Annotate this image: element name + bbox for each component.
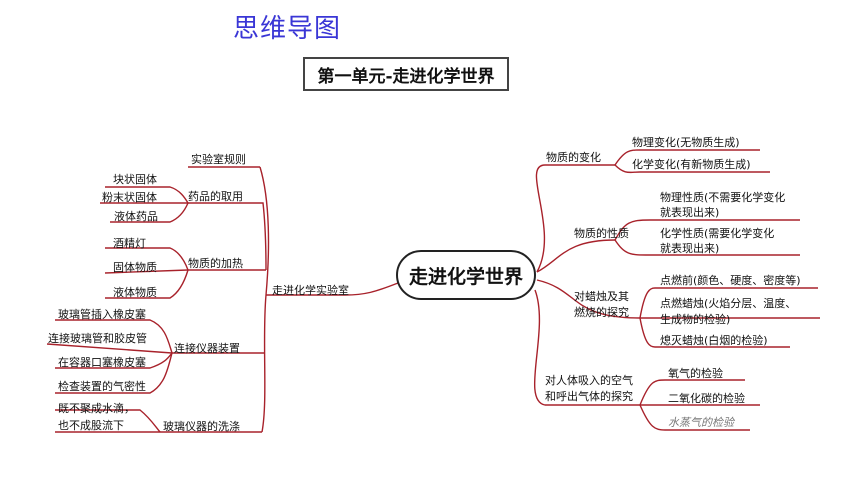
leaf-property-3: 就表现出来) <box>660 242 720 255</box>
leaf-heat-1: 固体物质 <box>113 261 157 274</box>
leaf-drug-0: 块状固体 <box>113 173 157 186</box>
leaf-property-1: 就表现出来) <box>660 206 720 219</box>
leaf-drug-2: 液体药品 <box>114 210 158 223</box>
right-branch-3b: 和呼出气体的探究 <box>545 390 633 403</box>
leaf-drug-1: 粉末状固体 <box>102 191 157 204</box>
leaf-breath-2: 水蒸气的检验 <box>668 416 734 429</box>
main-title: 第一单元-走进化学世界 <box>303 57 509 91</box>
leaf-connect-0: 玻璃管插入橡皮塞 <box>58 308 146 321</box>
leaf-candle-3: 熄灭蜡烛(白烟的检验) <box>660 334 768 347</box>
leaf-heat-0: 酒精灯 <box>113 237 146 250</box>
leaf-property-0: 物理性质(不需要化学变化 <box>660 191 786 204</box>
leaf-breath-1: 二氧化碳的检验 <box>668 392 745 405</box>
left-branch-0: 走进化学实验室 <box>272 284 349 297</box>
left-branch-3: 物质的加热 <box>188 257 243 270</box>
leaf-wash-0: 既不聚成水滴， <box>58 402 135 415</box>
left-branch-2: 药品的取用 <box>188 190 243 203</box>
center-node: 走进化学世界 <box>396 250 536 300</box>
left-branch-5: 玻璃仪器的洗涤 <box>163 420 240 433</box>
leaf-candle-1: 点燃蜡烛(火焰分层、温度、 <box>660 297 797 310</box>
left-branch-1: 实验室规则 <box>191 153 246 166</box>
leaf-connect-1: 连接玻璃管和胶皮管 <box>48 332 147 345</box>
leaf-change-0: 物理变化(无物质生成) <box>632 136 740 149</box>
leaf-wash-1: 也不成股流下 <box>58 419 124 432</box>
page-heading: 思维导图 <box>233 14 342 44</box>
leaf-candle-0: 点燃前(颜色、硬度、密度等) <box>660 274 801 287</box>
right-branch-0: 物质的变化 <box>546 151 601 164</box>
leaf-change-1: 化学变化(有新物质生成) <box>632 158 751 171</box>
leaf-connect-3: 检查装置的气密性 <box>58 380 146 393</box>
connector-center-left <box>344 282 399 296</box>
right-branch-2a: 对蜡烛及其 <box>574 290 629 303</box>
leaf-property-2: 化学性质(需要化学变化 <box>660 227 775 240</box>
leaf-heat-2: 液体物质 <box>113 286 157 299</box>
right-branch-2b: 燃烧的探究 <box>574 306 629 319</box>
leaf-connect-2: 在容器口塞橡皮塞 <box>58 356 146 369</box>
right-branch-1: 物质的性质 <box>574 227 629 240</box>
left-branch-4: 连接仪器装置 <box>174 342 240 355</box>
leaf-candle-2: 生成物的检验) <box>660 313 731 326</box>
leaf-breath-0: 氧气的检验 <box>668 367 723 380</box>
connector-trunk-left <box>259 166 270 433</box>
right-branch-3a: 对人体吸入的空气 <box>545 374 633 387</box>
